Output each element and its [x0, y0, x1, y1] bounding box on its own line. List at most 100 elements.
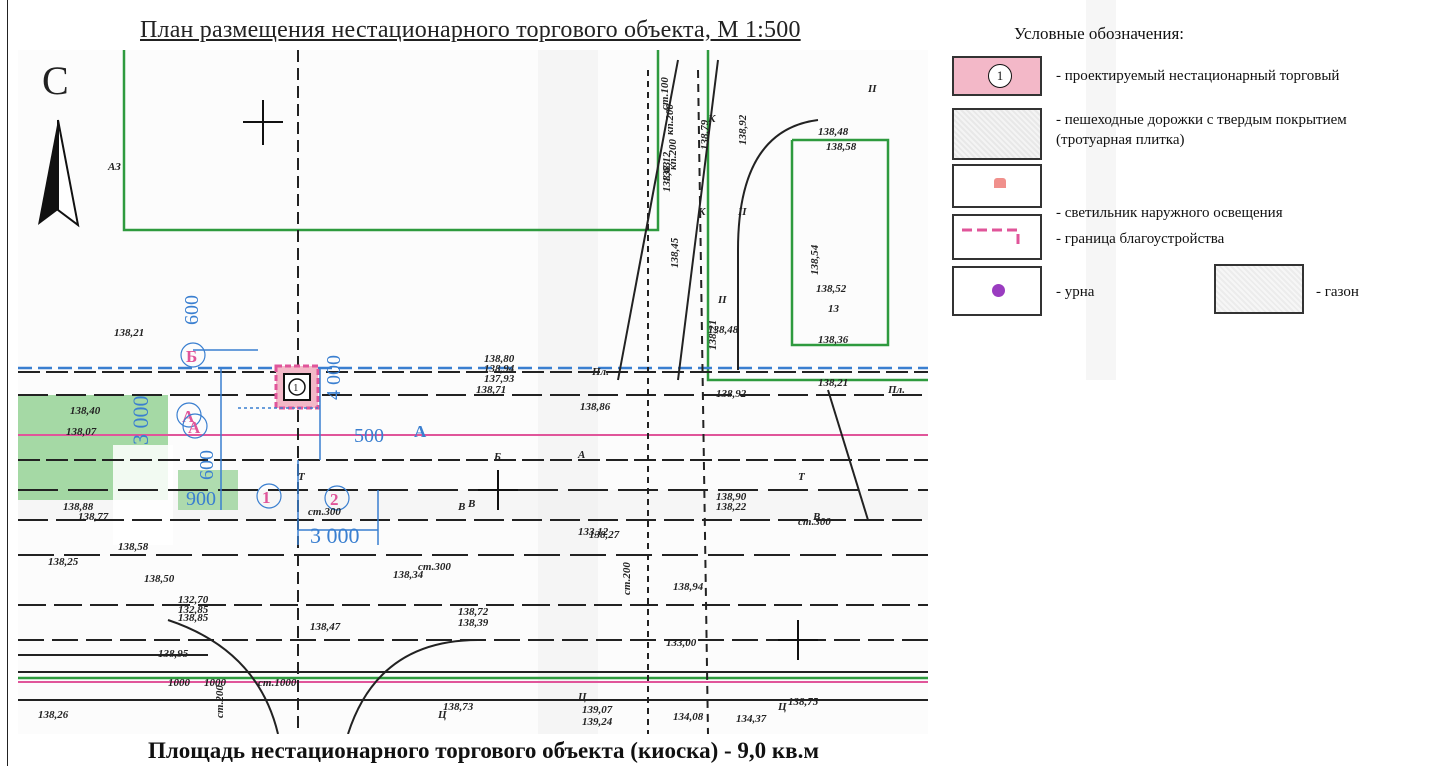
area-footer-text: Площадь нестационарного торгового объект… [148, 738, 819, 763]
dimension-label-0: 600 [181, 295, 203, 325]
map-label-33: 138,21 [818, 377, 848, 389]
map-label-56: Пл. [887, 384, 905, 396]
map-label-29: 138,21 [114, 327, 144, 339]
grid-crosses [243, 100, 818, 660]
marker-letter-4: 2 [330, 490, 339, 509]
map-label-7: 138,88 [63, 501, 94, 513]
marker-letter-0: Б [186, 347, 197, 366]
legend-label-urn: - урна [1056, 284, 1095, 300]
map-label-74: 1000 [204, 677, 227, 689]
map-label-67: Ц [577, 691, 587, 703]
map-label-25: 134,08 [673, 711, 704, 723]
legend-label-paving: - пешеходные дорожки с твердым покрытием… [1056, 112, 1347, 148]
north-arrow [38, 119, 80, 228]
diagonal-east [827, 389, 869, 521]
map-label-10: 138,50 [144, 573, 175, 585]
scan-fold-shade [538, 50, 598, 734]
map-label-5: 138,40 [70, 405, 101, 417]
legend-label-boundary: - граница благоустройства [1056, 231, 1225, 247]
map-label-42: 138,45 [669, 237, 681, 268]
curve-southwest [167, 619, 279, 734]
map-label-23: 139,24 [582, 716, 613, 728]
legend-box-light [952, 164, 1042, 208]
green-building-outline [790, 138, 890, 347]
map-label-32: 138,36 [818, 334, 849, 346]
plan-title: План размещения нестационарного торговог… [140, 17, 801, 43]
marker-letter-5: А [414, 422, 427, 441]
map-label-14: 138,39 [458, 617, 489, 629]
letter-circle-2 [182, 413, 208, 439]
lamp-icon [994, 178, 1006, 188]
map-label-46: 132,85 [178, 604, 209, 616]
map-label-55: Пл. [591, 366, 609, 378]
letter-circle-4 [324, 485, 350, 511]
green-parcel-north [122, 50, 660, 232]
map-label-47: 138,58 [118, 541, 149, 553]
legend-box-kiosk: 1 [952, 56, 1042, 96]
map-label-69: II [867, 83, 877, 95]
boundary-icon [962, 228, 1020, 248]
map-label-6: 138,07 [66, 426, 97, 438]
map-label-75: ст.1000 [258, 677, 297, 689]
dimension-label-3: 500 [354, 425, 384, 447]
map-label-8: 138,77 [78, 511, 109, 523]
map-label-3: 138,71 [476, 384, 506, 396]
map-label-59: Т [298, 471, 306, 483]
curve-road [737, 119, 819, 370]
map-label-39: 138,12 [661, 151, 673, 182]
dimension-label-5: 3 000 [310, 523, 360, 548]
map-label-51: ст.100 [659, 77, 671, 110]
map-label-36: 138,22 [716, 501, 747, 513]
marker-letter-2: А [188, 418, 201, 437]
dimension-label-2: 3 000 [128, 396, 153, 446]
map-label-28: 138,58 [826, 141, 857, 153]
map-label-64: К [707, 113, 716, 125]
map-label-30: 138,52 [816, 283, 847, 295]
map-label-22: 139,07 [582, 704, 613, 716]
map-label-27: 138,48 [818, 126, 849, 138]
map-label-11: 138,34 [393, 569, 424, 581]
green-parcel-boundaries [18, 50, 928, 680]
legend-kiosk-number: 1 [988, 64, 1012, 88]
map-label-45: 132,70 [178, 594, 209, 606]
map-label-41: 138,79 [699, 119, 711, 150]
letter-circle-3 [256, 483, 282, 509]
map-label-16: 133,12 [578, 526, 609, 538]
map-label-68: Ц [777, 701, 787, 713]
kiosk-object[interactable] [274, 364, 320, 410]
map-label-63: В [467, 498, 475, 510]
urn-icon [992, 284, 1005, 297]
road-lines [18, 50, 928, 734]
map-label-4: 138,86 [580, 401, 611, 413]
map-label-54: кп.200 [667, 139, 679, 170]
map-label-73: АЗ [107, 161, 121, 173]
map-label-37: 138,27 [589, 529, 620, 541]
legend-box-paving [952, 108, 1042, 160]
map-label-35: 138,90 [716, 491, 747, 503]
map-label-40: 138,92 [737, 114, 749, 145]
map-label-61: В [457, 501, 465, 513]
map-label-20: 138,26 [38, 709, 69, 721]
map-label-53: кп.200 [664, 104, 676, 135]
dimension-label-1: 4 000 [323, 355, 345, 400]
map-label-0: 138,80 [484, 353, 515, 365]
map-label-12: 138,47 [310, 621, 341, 633]
map-label-19: 138,95 [158, 648, 189, 660]
map-label-1: 138,94 [484, 363, 515, 375]
legend-title: Условные обозначения: [1014, 24, 1185, 43]
diagonal-line-2 [677, 59, 719, 381]
map-label-9: 138,25 [48, 556, 79, 568]
north-letter: С [42, 58, 69, 103]
map-label-52: ст.300 [418, 561, 451, 573]
map-label-70: II [737, 206, 747, 218]
map-label-13: 138,72 [458, 606, 489, 618]
green-parcel-east-line [706, 50, 928, 382]
map-label-62: В [812, 511, 820, 523]
map-label-26: 138,75 [788, 696, 819, 708]
legend-label-kiosk: - проектируемый нестационарный торговый [1056, 68, 1340, 84]
kiosk-number-circle [288, 378, 306, 396]
map-label-2: 137,93 [484, 373, 515, 385]
map-label-76: ст.200 [214, 685, 226, 718]
map-label-65: К [697, 206, 706, 218]
